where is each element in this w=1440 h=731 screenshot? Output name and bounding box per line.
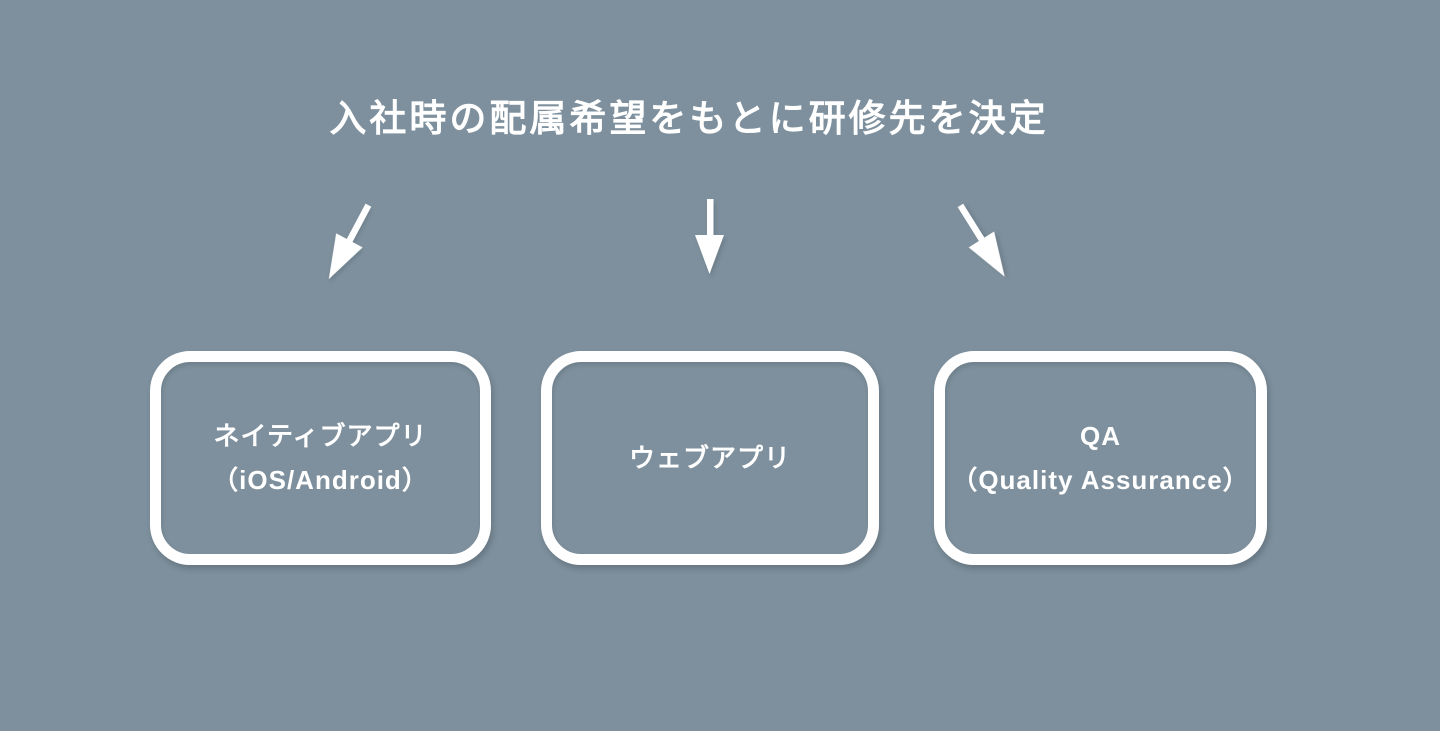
box-label-line: （Quality Assurance） [951, 465, 1250, 495]
down-arrow-icon [690, 199, 730, 275]
down-right-arrow-icon [942, 194, 1023, 289]
box-label-line: QA [1080, 421, 1121, 451]
qa-box: QA （Quality Assurance） [934, 351, 1267, 565]
diagram-title: 入社時の配属希望をもとに研修先を決定 [329, 98, 1049, 139]
box-label-line: ネイティブアプリ [213, 421, 428, 451]
native-app-box: ネイティブアプリ （iOS/Android） [150, 351, 491, 565]
box-label-line: ウェブアプリ [628, 443, 791, 473]
box-label-line: （iOS/Android） [212, 465, 429, 495]
web-app-box: ウェブアプリ [541, 351, 879, 565]
down-left-arrow-icon [309, 195, 386, 291]
